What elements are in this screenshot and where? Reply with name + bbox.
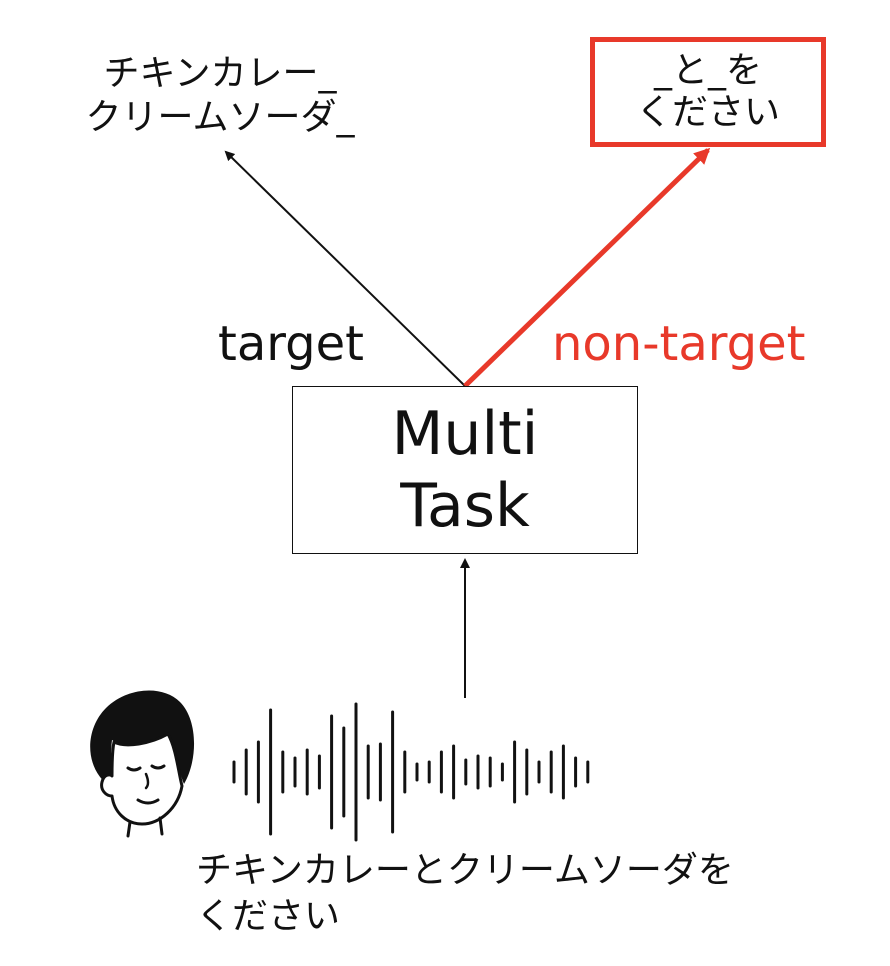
model-label-line-1: Multi xyxy=(391,399,539,469)
non-target-arrow xyxy=(463,147,711,388)
target-branch-label: target xyxy=(218,316,364,372)
model-label-line-2: Task xyxy=(400,471,530,541)
target-output-line-1: チキンカレー_ xyxy=(103,53,337,94)
target-output-text: チキンカレー_ クリームソーダ_ xyxy=(40,52,400,140)
waveform-icon xyxy=(232,702,590,842)
target-arrow xyxy=(224,150,466,387)
non-target-output-line-2: ください xyxy=(635,92,780,133)
input-utterance-line-2: ください xyxy=(196,896,341,937)
target-output-line-2: クリームソーダ_ xyxy=(85,97,355,138)
non-target-output-box: _と_を ください xyxy=(590,37,826,147)
non-target-output-line-1: _と_を xyxy=(653,50,762,91)
multi-task-model-box: Multi Task xyxy=(292,386,638,554)
person-face-icon xyxy=(90,690,195,838)
input-utterance-text: チキンカレーとクリームソーダを ください xyxy=(196,848,836,940)
input-utterance-line-1: チキンカレーとクリームソーダを xyxy=(196,850,734,891)
non-target-branch-label: non-target xyxy=(552,316,806,372)
